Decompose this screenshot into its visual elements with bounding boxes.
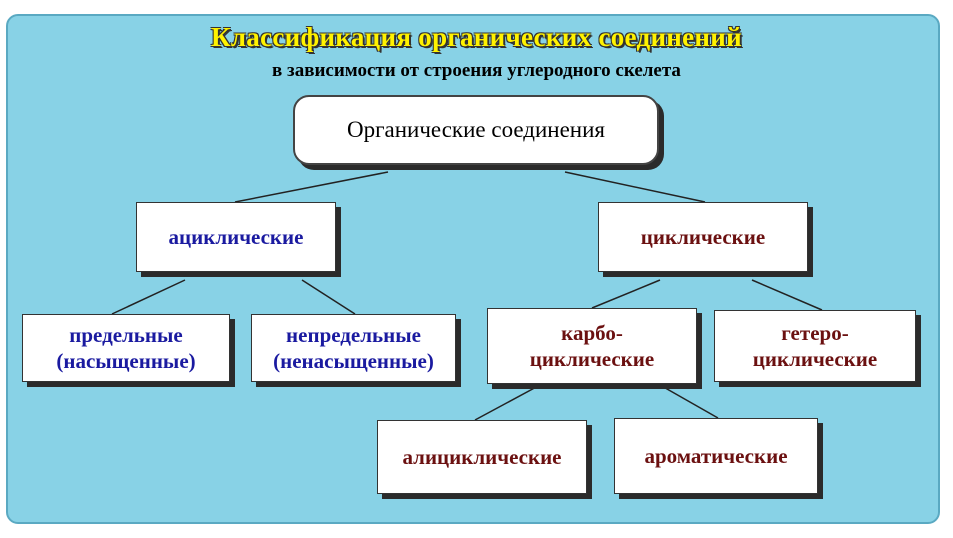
node-alicyclic-label: алициклические <box>402 444 562 469</box>
connector-carbo-aromatic <box>659 384 719 419</box>
node-saturated-line2: (насыщенные) <box>56 349 196 373</box>
connector-cyclic-carbocyclic <box>591 279 661 309</box>
node-carbocyclic-line2: циклические <box>529 347 655 371</box>
node-acyclic: ациклические <box>136 202 336 272</box>
node-organic-compounds: Органические соединения <box>293 95 659 165</box>
node-saturated-line1: предельные <box>69 322 183 347</box>
connector-acyclic-unsaturated <box>301 279 356 315</box>
node-cyclic-label: циклические <box>640 224 766 249</box>
node-organic-compounds-label: Органические соединения <box>347 116 605 142</box>
diagram-subtitle: в зависимости от строения углеродного ск… <box>272 60 681 81</box>
connector-carbo-alicyclic <box>474 384 541 421</box>
connector-cyclic-heterocyclic <box>751 279 823 311</box>
node-aromatic: ароматические <box>614 418 818 494</box>
connector-root-acyclic <box>234 171 389 203</box>
connector-root-cyclic <box>564 171 706 203</box>
node-unsaturated-line2: (ненасыщенные) <box>273 349 434 373</box>
node-heterocyclic-line2: циклические <box>752 347 878 371</box>
diagram-title: Классификация органических соединений <box>210 22 743 52</box>
node-alicyclic: алициклические <box>377 420 587 494</box>
node-unsaturated-line1: непредельные <box>286 322 421 347</box>
node-heterocyclic-line1: гетеро- <box>781 320 849 345</box>
node-unsaturated: непредельные (ненасыщенные) <box>251 314 456 382</box>
node-saturated: предельные (насыщенные) <box>22 314 230 382</box>
node-aromatic-label: ароматические <box>644 443 788 468</box>
node-carbocyclic-line1: карбо- <box>561 320 623 345</box>
node-acyclic-label: ациклические <box>168 224 304 249</box>
connector-acyclic-saturated <box>111 279 186 315</box>
node-cyclic: циклические <box>598 202 808 272</box>
node-carbocyclic: карбо- циклические <box>487 308 697 384</box>
node-heterocyclic: гетеро- циклические <box>714 310 916 382</box>
